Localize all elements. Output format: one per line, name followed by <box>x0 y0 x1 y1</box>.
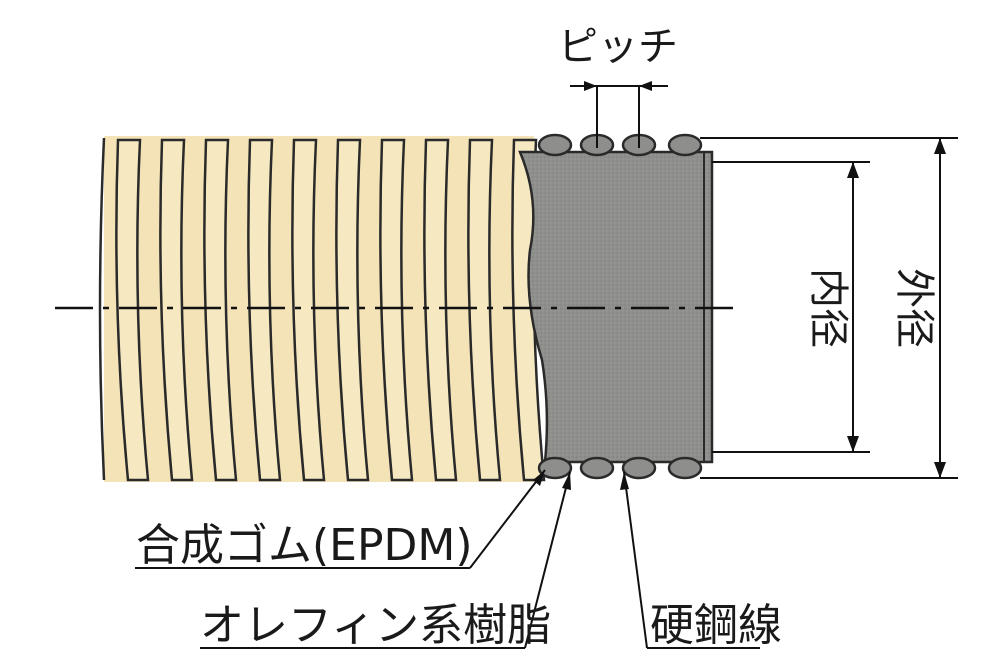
steel-wire-bump <box>579 456 615 480</box>
hose-exterior <box>98 136 546 482</box>
hose-rib <box>335 138 370 482</box>
hose-rib <box>203 138 238 482</box>
steel-wire-bump <box>537 133 573 157</box>
hose-ribs <box>115 138 546 482</box>
pitch-dimension: ピッチ <box>558 24 678 148</box>
inner-diameter-dimension: 内径 <box>712 161 870 453</box>
hose-cross-section <box>518 133 714 480</box>
hose-rib <box>247 138 282 482</box>
hose-rib <box>467 138 502 482</box>
steel-wire-bump <box>621 456 657 480</box>
hose-rib <box>115 138 150 482</box>
rubber-label: 合成ゴム(EPDM) <box>136 520 473 571</box>
steel-wire-label: 硬鋼線 <box>650 600 782 651</box>
steel-wire-bump <box>667 456 703 480</box>
pitch-label: ピッチ <box>558 24 678 70</box>
outer-diameter-label: 外径 <box>891 268 937 348</box>
steel-wire-bump <box>537 456 573 480</box>
hose-rib <box>423 138 458 482</box>
steel-wire-section-bottom <box>537 456 703 480</box>
outer-diameter-dimension: 外径 <box>700 137 958 479</box>
steel-wire-bump <box>667 133 703 157</box>
hose-rib <box>379 138 414 482</box>
leader-lines <box>135 469 760 649</box>
hose-rib <box>291 138 326 482</box>
olefin-label: オレフィン系樹脂 <box>200 600 551 651</box>
hose-rib <box>159 138 194 482</box>
inner-diameter-label: 内径 <box>805 268 851 348</box>
